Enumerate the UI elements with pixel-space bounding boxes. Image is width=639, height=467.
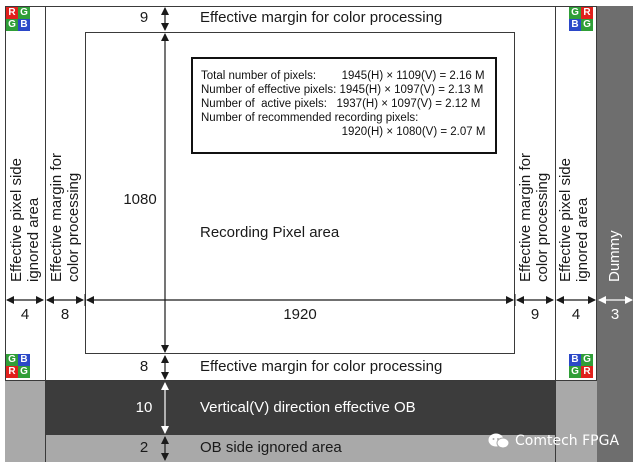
dim-dummy: 3 bbox=[610, 306, 620, 323]
info-recommended-value: 1920(H) × 1080(V) = 2.07 M bbox=[201, 126, 486, 138]
bayer-cell: B bbox=[18, 354, 30, 366]
label-right-ignored: Effective pixel side ignored area bbox=[557, 158, 591, 282]
bayer-cell: B bbox=[18, 19, 30, 31]
label-ob-ignored: OB side ignored area bbox=[200, 439, 342, 456]
label-vertical-ob: Vertical(V) direction effective OB bbox=[200, 399, 416, 416]
bayer-tile-top-left: R G G B bbox=[6, 7, 30, 31]
bayer-cell: G bbox=[18, 7, 30, 19]
pixel-count-info-box: Total number of pixels: 1945(H) × 1109(V… bbox=[191, 57, 497, 154]
bayer-cell: R bbox=[581, 7, 593, 19]
dim-right-margin: 9 bbox=[530, 306, 540, 323]
label-left-margin: Effective margin for color processing bbox=[48, 153, 82, 282]
dim-ob-ignored: 2 bbox=[139, 439, 149, 456]
bayer-cell: R bbox=[6, 366, 18, 378]
bayer-cell: G bbox=[6, 19, 18, 31]
label-bottom-margin: Effective margin for color processing bbox=[200, 358, 443, 375]
bayer-cell: G bbox=[569, 7, 581, 19]
right-ignored-divider bbox=[555, 6, 556, 381]
dim-left-margin: 8 bbox=[60, 306, 70, 323]
bayer-tile-bottom-left: G B R G bbox=[6, 354, 30, 378]
label-left-ignored: Effective pixel side ignored area bbox=[8, 158, 42, 282]
dummy-column bbox=[597, 6, 633, 462]
effective-pixel-frame bbox=[5, 6, 597, 381]
watermark: Comtech FPGA bbox=[488, 431, 619, 451]
bayer-cell: B bbox=[569, 19, 581, 31]
dim-width: 1920 bbox=[283, 306, 317, 323]
dim-height: 1080 bbox=[123, 191, 157, 208]
vertical-ob-area bbox=[45, 381, 555, 435]
info-effective-pixels: Number of effective pixels: 1945(H) × 10… bbox=[201, 84, 484, 96]
dim-top-margin: 9 bbox=[139, 9, 149, 26]
label-right-margin: Effective margin for color processing bbox=[517, 153, 551, 282]
bayer-cell: G bbox=[581, 19, 593, 31]
dim-vertical-ob: 10 bbox=[135, 399, 153, 416]
bayer-cell: G bbox=[569, 366, 581, 378]
dim-left-ignored: 4 bbox=[20, 306, 30, 323]
info-total-pixels: Total number of pixels: 1945(H) × 1109(V… bbox=[201, 70, 485, 82]
bayer-cell: G bbox=[6, 354, 18, 366]
info-active-pixels: Number of active pixels: 1937(H) × 1097(… bbox=[201, 98, 481, 110]
left-ignored-divider bbox=[45, 6, 46, 381]
label-top-margin: Effective margin for color processing bbox=[200, 9, 443, 26]
bayer-cell: R bbox=[581, 366, 593, 378]
label-dummy: Dummy bbox=[606, 230, 623, 282]
ob-right-divider bbox=[555, 381, 556, 462]
info-recommended-label: Number of recommended recording pixels: bbox=[201, 112, 419, 124]
bayer-cell: B bbox=[569, 354, 581, 366]
bayer-tile-top-right: G R B G bbox=[569, 7, 593, 31]
ob-left-divider bbox=[45, 381, 46, 462]
recording-pixel-area-frame bbox=[85, 32, 515, 354]
bayer-tile-bottom-right: B G G R bbox=[569, 354, 593, 378]
label-recording-area: Recording Pixel area bbox=[200, 224, 340, 241]
dim-right-ignored: 4 bbox=[571, 306, 581, 323]
bayer-cell: G bbox=[581, 354, 593, 366]
watermark-text: Comtech FPGA bbox=[515, 433, 620, 449]
chat-bubble-icon bbox=[488, 433, 510, 449]
bayer-cell: G bbox=[18, 366, 30, 378]
dim-bottom-margin: 8 bbox=[139, 358, 149, 375]
bayer-cell: R bbox=[6, 7, 18, 19]
